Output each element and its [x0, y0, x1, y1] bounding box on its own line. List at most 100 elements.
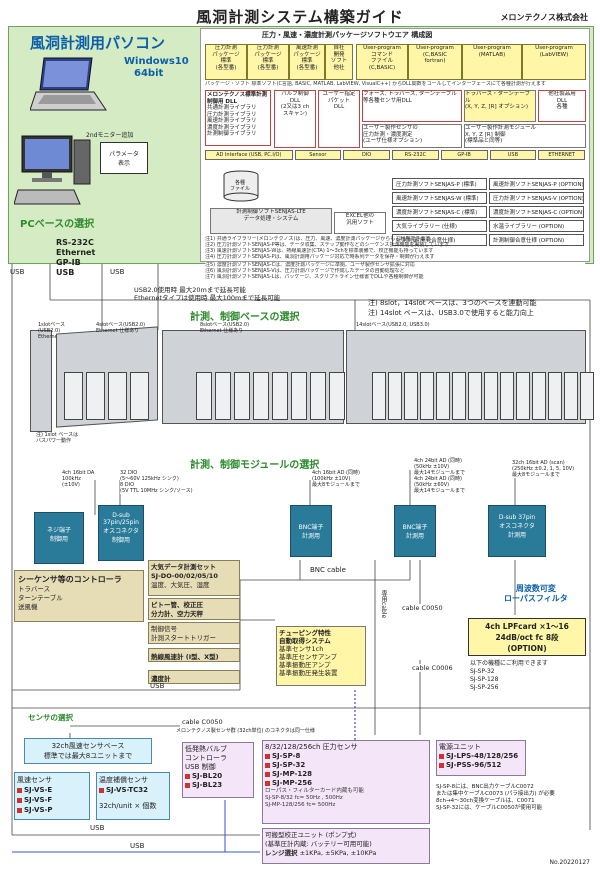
software-notes: 注1) 共通ライブラリー(メロンテクノス)は、圧力、風速、濃度計測パッケージから…	[205, 236, 450, 260]
lpf-title-2: ローパスフィルタ	[504, 594, 568, 603]
press-item-2: SJ-SP-32	[272, 761, 306, 769]
seq-item-3: 送風機	[18, 603, 38, 611]
power-box: 電源ユニット SJ-LPS-48/128/256 SJ-PSS-96/512	[436, 740, 526, 776]
wind-title: 風速センサ	[17, 776, 52, 784]
chassis-14slot	[346, 330, 586, 424]
dll-line-4: 濃度計測ライブラリ	[207, 124, 257, 131]
pkg-box-2: 圧力計測 パッケージ 標準 (各型番)	[247, 44, 289, 80]
cable-c0050-label: cable C0050	[402, 604, 443, 612]
pump-range: ±1KPa, ±5KPa, ±10KPa	[299, 849, 377, 857]
pc-title: 風洞計測用パソコン	[30, 34, 166, 52]
cable-note: メロンテクノス製センサ群 (32ch単位) のコネクタは同一仕様	[176, 728, 315, 734]
power-item-1: SJ-LPS-48/128/256	[446, 752, 519, 760]
pump-box: 可搬型校正ユニット (ポンプ式) (基準圧計内蔵: バッテリー可用可能) レンジ…	[262, 828, 430, 864]
base-8slot-label: 8slotベース(USB2.0) Ethernet 仕様あり	[200, 322, 250, 334]
slots-4	[64, 372, 149, 420]
tubing-box: チューピング特性 自動取得システム 基準センサ1ch 基準圧センサアンプ 基準振…	[276, 626, 366, 686]
sensors-section: センサの選択	[28, 713, 73, 722]
pitot-box: ピトー管、校正圧 分力計、空力天秤	[148, 598, 240, 620]
temp-unit: 32ch/unit × 個数	[99, 802, 157, 810]
dedicated-cable-label: 専用cable	[379, 590, 388, 619]
interface-usb: USB	[56, 268, 75, 277]
module-da: 4ch 16bit DA 100kHz (±10V)	[62, 470, 95, 488]
press-filter: ローパス・フィルターカード内蔵も可能 SJ-SP-8/32 fc= 50Hz ,…	[265, 788, 364, 808]
sensor-dll-box: フォース, トラバース, ターンテーブル 等各種センサ用DLL	[362, 90, 462, 122]
desktop-pc-icon	[14, 134, 94, 212]
dll-line-1: 共通計測ライブラリ	[207, 105, 257, 111]
option-row-1: 圧力計測ソフトSENJAS-P (標準) 風速計測ソフトSENJAS-P (OP…	[392, 178, 584, 190]
bus-rs232c: RS-232C	[392, 150, 439, 160]
software-notes-2: 注5) 濃度計測ソフトSENJAS-Cは、濃度計測パッケージに準拠、ユーザ製作セ…	[205, 262, 585, 280]
note-1slot: 注) 1slot ベースは バスパワー動作	[36, 432, 79, 444]
user-dll-box: ユーザー指定 パケット DLL	[318, 90, 360, 148]
os-name: Windows10	[124, 56, 189, 67]
dll-line-5: 計測制御ライブラリ	[207, 131, 257, 137]
base-note-1: 注) 8slot，14slot ベースは、3つのベースを連動可能	[368, 299, 537, 307]
dll-box-title: メロンテクノス標準計測 制御用 DLL	[207, 92, 268, 105]
param-display: パラメータ 表示	[100, 142, 148, 174]
base-section: 計測、制御ベースの選択	[190, 312, 300, 323]
pkg-box-4: 自社 開発 ソフト 他社	[325, 44, 353, 80]
sequencer-title: シーケンサ等のコントローラ	[18, 575, 122, 584]
os-bits: 64bit	[134, 68, 164, 79]
lpf-sub: 以下の機種にご利用できます SJ-SP-32 SJ-SP-128 SJ-SP-2…	[470, 660, 548, 691]
sensor-base-box: 32ch風速センサベース 標準では最大8ユニットまで	[24, 738, 152, 764]
bus-usb: USB	[489, 150, 537, 160]
pc-os: Windows10 64bit	[124, 56, 189, 80]
press-item-1: SJ-SP-8	[272, 752, 301, 760]
wind-sensor-box: 風速センサ SJ-VS-E SJ-VS-F SJ-VS-P	[14, 772, 90, 820]
lpf-card: 4ch LPFcard ×1～16 24dB/oct fc 8段 (OPTION…	[468, 618, 586, 656]
traverse-box: トラバース・ターンテーブル (X, Y, Z, [R] オプション)	[464, 90, 536, 122]
pkg-box-7: User-program (MATLAB)	[462, 44, 522, 80]
excel-box: EXCEL他の 汎用ソフト	[334, 212, 386, 234]
pkg-box-3: 風速計測 パッケージ 標準 (各型番)	[289, 44, 325, 80]
dll-box: メロンテクノス標準計測 制御用 DLL 共通計測ライブラリ 圧力計測ライブラリ …	[205, 90, 271, 146]
press-item-3: SJ-MP-128	[272, 770, 313, 778]
power-title: 電源ユニット	[439, 743, 481, 751]
user-sensor-box: ユーザー製作センサの 圧力計測・濃度測定 (ユーザ仕様オプション)	[362, 124, 462, 148]
base-14slot-label: 14slotベース(USB2.0, USB3.0)	[356, 322, 430, 328]
tubing-item-3: 基準振動圧アンプ	[279, 661, 331, 669]
option-row-5: 計測制御(開発合意仕様) 計測制御合意仕様 (OPTION)	[392, 234, 584, 246]
slots-14	[372, 372, 594, 420]
software-title: 圧力・風速・濃度計測パッケージソフトウエア 構成図	[262, 31, 433, 39]
tubing-item-1: 基準センサ1ch	[279, 645, 324, 653]
tubing-item-4: 基準振動圧発生装置	[279, 669, 338, 677]
option-row-4: 大気ライブラリー (仕様) 水温ライブラリー (OPTION)	[392, 220, 584, 232]
pkg-box-5: User-program コマンド ファイル (C,BASIC)	[356, 44, 408, 80]
wind-item-3: SJ-VS-P	[24, 806, 53, 814]
pkg-box-1: 圧力計測 パッケージ 標準 (各型番)	[205, 44, 247, 80]
pc-base-select: PCベースの選択	[20, 219, 95, 230]
interface-gpib: GP-IB	[56, 258, 81, 267]
hdd-icon	[222, 170, 260, 202]
cal-box: 計測制御ソフトSENJAS-LTE データ処理・システム	[210, 208, 332, 234]
interface-ethernet: Ethernet	[56, 248, 96, 257]
base-note-2: 注) 14slot ベースは、USB3.0で使用すると能力向上	[368, 309, 534, 317]
hotwire-box: 熱線風速計 (I型、X型)	[148, 648, 240, 662]
module-dio: 32 DIO (5～60V 125kHz シンク) 8 DIO (5V TTL …	[120, 470, 193, 494]
dll-line-2: 圧力計測ライブラリ	[207, 111, 257, 118]
seq-item-1: トラバース	[18, 585, 51, 593]
bus-row: AD Interface (USB, PC.I/O) Sensor DIO RS…	[205, 150, 585, 160]
atm-box: 大気データ計測セット SJ-DO-00/02/05/10 温度、大気圧、湿度	[148, 560, 240, 596]
temp-item-1: SJ-VS-TC32	[106, 786, 149, 794]
module-ad-24: 4ch 24bit AD (同時) (50kHz ±10V) 最大14モジュール…	[414, 458, 466, 494]
hdd-label: 各種 ファイル	[230, 180, 251, 192]
pressure-sensor-box: 8/32/128/256ch 圧力センサ SJ-SP-8 SJ-SP-32 SJ…	[262, 740, 430, 824]
sequencer-box: シーケンサ等のコントローラ トラバース ターンテーブル 送風機	[14, 570, 144, 622]
lib-row: パッケージ・ソフト 標準ソフト(C言語, BASIC, MATLAB, LabV…	[205, 81, 546, 87]
usb-bottom-label-2: USB	[130, 842, 145, 850]
module-ad-16: 4ch 16bit AD (同時) (100kHz ±10V) 最大8モジュール…	[312, 470, 360, 488]
plate-bnc-2: BNC端子 計測用	[394, 505, 436, 557]
atm-model: SJ-DO-00/02/05/10	[151, 572, 218, 580]
tubing-item-2: 基準圧センサアンプ	[279, 653, 338, 661]
plate-dsub: D-sub 37pin/25pin オスコネクタ 制御用	[98, 505, 144, 561]
sensors-cable-label: cable C0050	[182, 718, 223, 726]
usb-mid-label: USB	[150, 682, 165, 690]
slots-8	[196, 372, 345, 420]
company-name: メロンテクノス株式会社	[500, 13, 588, 22]
other-dll-box: 他社製品用 DLL 各種	[538, 90, 586, 122]
monitor-label: 2ndモニター追加	[86, 132, 134, 139]
option-row-2: 風速計測ソフトSENJAS-W (標準) 圧力計測ソフトSENJAS-V (OP…	[392, 192, 584, 204]
